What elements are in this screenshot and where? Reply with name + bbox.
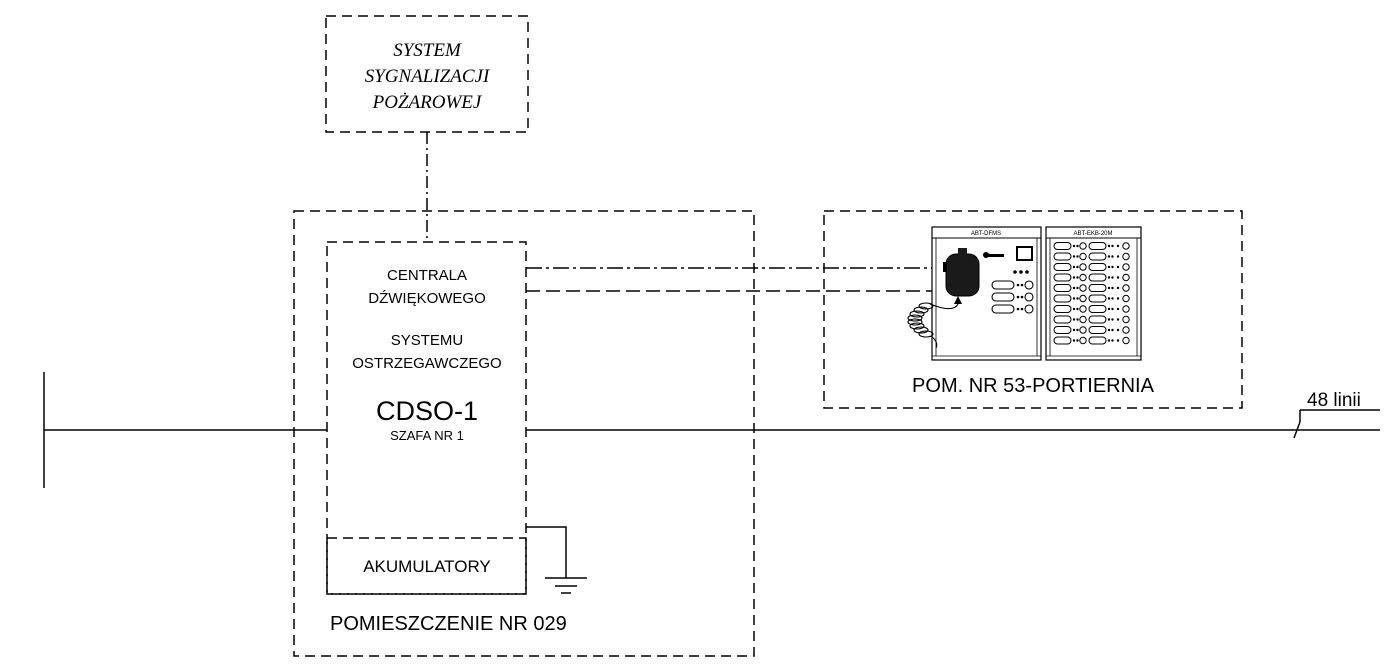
ext-keyboard-label: ABT-EKB-20M (1073, 231, 1112, 237)
console-buttons (991, 280, 1034, 314)
fire-alarm-system-box: SYSTEM SYGNALIZACJI POŻAROWEJ (325, 15, 529, 133)
console-button-leds (1016, 283, 1024, 311)
mic-console-label: ABT-DFMS (971, 231, 1001, 237)
fire-system-line2: SYGNALIZACJI (365, 66, 491, 87)
keyboard-button-row (1053, 326, 1130, 334)
room-029-box: POMIESZCZENIE NR 029 (293, 210, 755, 657)
main-bus (43, 372, 1380, 488)
status-leds (1013, 270, 1029, 274)
keyboard-button-row (1053, 273, 1130, 282)
central-line3: SYSTEMU (391, 332, 464, 349)
room-53-box: POM. NR 53-PORTIERNIA (823, 210, 1243, 409)
keyboard-button-row (1053, 252, 1130, 261)
keyboard-button-row (1053, 284, 1130, 292)
display-window (1016, 246, 1033, 261)
keyboard-button-row (1053, 315, 1130, 324)
microphone-icon (943, 248, 980, 304)
central-line4: OSTRZEGAWCZEGO (352, 355, 501, 372)
extension-keyboard: ABT-EKB-20M (1045, 226, 1142, 361)
central-line1: CENTRALA (387, 267, 467, 284)
central-line2: DŹWIĘKOWEGO (368, 290, 486, 307)
fire-system-line3: POŻAROWEJ (372, 92, 483, 113)
bus-label: 48 linii (1307, 390, 1361, 411)
keyboard-button-row (1053, 336, 1130, 345)
keyboard-button-row (1053, 305, 1130, 313)
keyboard-button-row (1053, 263, 1130, 271)
battery-label: AKUMULATORY (363, 557, 491, 576)
ground-icon (526, 526, 587, 594)
room-53-label: POM. NR 53-PORTIERNIA (912, 375, 1155, 397)
central-unit-box: CENTRALA DŹWIĘKOWEGO SYSTEMU OSTRZEGAWCZ… (326, 241, 527, 595)
fire-system-line1: SYSTEM (393, 40, 462, 61)
central-model: CDSO-1 (376, 396, 478, 426)
microphone-cord (907, 302, 959, 349)
microphone-console: ABT-DFMS (907, 226, 1042, 361)
room-029-label: POMIESZCZENIE NR 029 (330, 613, 567, 635)
keyboard-button-grid (1053, 242, 1130, 345)
central-cabinet: SZAFA NR 1 (390, 428, 464, 443)
keyboard-button-row (1053, 242, 1130, 250)
key-icon (983, 252, 1004, 258)
battery-box: AKUMULATORY (326, 537, 527, 595)
keyboard-button-row (1053, 294, 1130, 303)
